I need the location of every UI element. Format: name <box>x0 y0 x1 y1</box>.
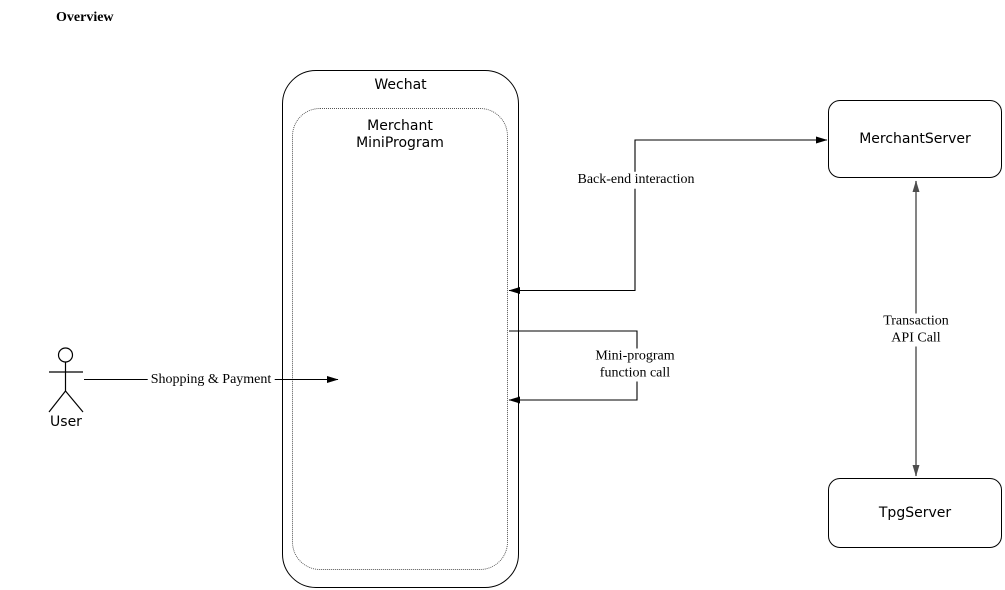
wechat-label: Wechat <box>374 77 427 93</box>
wechat-container-node: Wechat <box>282 70 519 588</box>
user-actor-icon <box>48 347 84 413</box>
tpg-server-node: TpgServer <box>828 478 1002 548</box>
edge-label-transaction-line2: API Call <box>891 330 941 345</box>
merchant-miniprogram-label: Merchant MiniProgram <box>293 118 507 152</box>
merchant-server-node: MerchantServer <box>828 100 1002 178</box>
merchant-miniprogram-label-line2: MiniProgram <box>356 135 444 151</box>
edge-backend-interaction <box>508 136 828 294</box>
edge-label-function-line2: function call <box>599 365 671 380</box>
merchant-miniprogram-node: Merchant MiniProgram <box>292 108 508 570</box>
edge-label-backend-interaction: Back-end interaction <box>574 171 698 189</box>
edge-label-shopping-payment: Shopping & Payment <box>147 371 275 389</box>
user-label: User <box>50 414 82 430</box>
tpg-server-label: TpgServer <box>878 505 952 521</box>
merchant-miniprogram-label-line1: Merchant <box>367 118 433 134</box>
edge-label-transaction-line1: Transaction <box>883 313 949 329</box>
edge-label-function-line1: Mini-program <box>595 348 675 364</box>
edge-label-transaction-api-call: Transaction API Call <box>880 313 952 347</box>
page-title: Overview <box>56 10 114 25</box>
edge-label-miniprogram-function-call: Mini-program function call <box>592 348 678 382</box>
merchant-server-label: MerchantServer <box>859 131 971 147</box>
